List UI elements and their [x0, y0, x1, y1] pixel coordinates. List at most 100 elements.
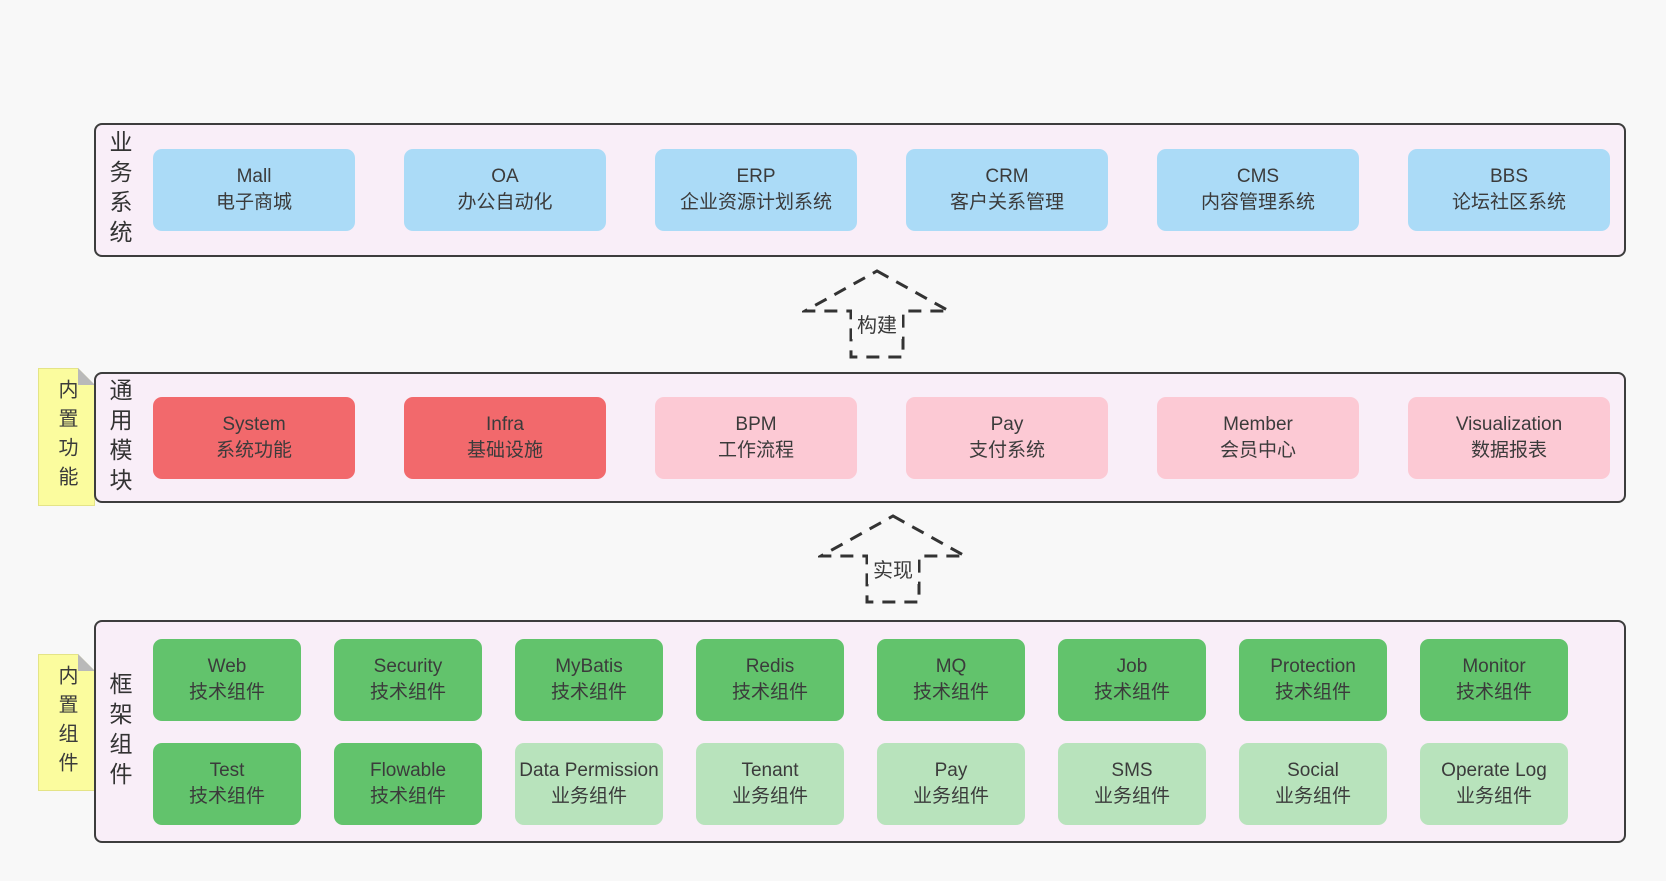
box-title: CMS	[1236, 166, 1280, 187]
box-title: OA	[491, 166, 519, 187]
box-cms: CMS 内容管理系统	[1157, 149, 1359, 231]
box-web: Web 技术组件	[153, 638, 301, 721]
box-subtitle: 工作流程	[717, 439, 794, 461]
box-pay: Pay 支付系统	[906, 396, 1108, 479]
box-subtitle: 基础设施	[466, 439, 543, 461]
box-subtitle: 业务组件	[1455, 785, 1532, 807]
box-title: ERP	[736, 166, 776, 187]
box-subtitle: 会员中心	[1219, 439, 1296, 461]
box-subtitle: 技术组件	[1274, 681, 1351, 703]
box-subtitle: 业务组件	[1274, 785, 1351, 807]
box-title: Flowable	[369, 759, 447, 781]
sticky-note-built-in-components: 内置组件	[38, 654, 95, 791]
box-subtitle: 技术组件	[369, 681, 446, 703]
band-label: 业务系统	[106, 130, 132, 250]
box-subtitle: 业务组件	[1093, 785, 1170, 807]
sticky-note-label: 内置功能	[55, 379, 77, 495]
box-title: MQ	[935, 655, 967, 677]
box-title: Test	[209, 759, 245, 781]
box-subtitle: 技术组件	[1455, 681, 1532, 703]
sticky-note-label: 内置组件	[55, 664, 77, 781]
box-title: Operate Log	[1441, 759, 1547, 781]
box-erp: ERP 企业资源计划系统	[655, 149, 857, 231]
box-sms: SMS 业务组件	[1058, 742, 1206, 825]
box-protection: Protection 技术组件	[1239, 638, 1387, 721]
business-systems-boxes: Mall 电子商城 OA 办公自动化 ERP 企业资源计划系统 CRM 客户关系管理 CMS 内容…	[153, 125, 1610, 255]
box-subtitle: 企业资源计划系统	[679, 192, 832, 213]
box-title: Web	[207, 655, 247, 677]
box-title: Redis	[745, 655, 795, 677]
box-oa: OA 办公自动化	[404, 149, 606, 231]
box-title: Infra	[485, 413, 525, 435]
box-subtitle: 办公自动化	[457, 192, 553, 213]
box-subtitle: 论坛社区系统	[1451, 192, 1566, 213]
band-label: 通用模块	[106, 377, 132, 498]
box-subtitle: 电子商城	[215, 192, 292, 213]
box-subtitle: 客户关系管理	[949, 192, 1064, 213]
dashed-up-arrow-implement: 实现	[818, 513, 968, 605]
box-mq: MQ 技术组件	[877, 638, 1025, 721]
box-title: Pay	[990, 413, 1024, 435]
box-member: Member 会员中心	[1157, 396, 1359, 479]
box-title: System	[222, 413, 286, 435]
box-flowable: Flowable 技术组件	[334, 742, 482, 825]
box-subtitle: 技术组件	[731, 681, 808, 703]
box-title: Monitor	[1462, 655, 1526, 677]
up-arrow-icon	[818, 514, 968, 604]
box-job: Job 技术组件	[1058, 638, 1206, 721]
box-infra: Infra 基础设施	[404, 396, 606, 479]
box-title: Social	[1287, 759, 1339, 781]
box-subtitle: 业务组件	[912, 785, 989, 807]
sticky-note-paper	[38, 654, 95, 791]
box-crm: CRM 客户关系管理	[906, 149, 1108, 231]
box-subtitle: 业务组件	[550, 785, 627, 807]
box-title: Member	[1223, 413, 1293, 435]
box-subtitle: 技术组件	[188, 681, 265, 703]
up-arrow-icon	[802, 269, 952, 359]
box-redis: Redis 技术组件	[696, 638, 844, 721]
box-title: Protection	[1270, 655, 1356, 677]
sticky-note-built-in-features: 内置功能	[38, 368, 95, 506]
box-subtitle: 技术组件	[188, 785, 265, 807]
sticky-note-paper	[38, 368, 95, 506]
box-security: Security 技术组件	[334, 638, 482, 721]
box-monitor: Monitor 技术组件	[1420, 638, 1568, 721]
box-title: BBS	[1489, 166, 1529, 187]
box-subtitle: 数据报表	[1470, 439, 1547, 461]
box-subtitle: 内容管理系统	[1200, 192, 1315, 213]
box-title: Pay	[934, 759, 968, 781]
box-title: Security	[373, 655, 443, 677]
box-title: Tenant	[741, 759, 799, 781]
box-subtitle: 技术组件	[1093, 681, 1170, 703]
box-social: Social 业务组件	[1239, 742, 1387, 825]
box-mall: Mall 电子商城	[153, 149, 355, 231]
box-test: Test 技术组件	[153, 742, 301, 825]
box-title: SMS	[1111, 759, 1153, 781]
box-operate-log: Operate Log 业务组件	[1420, 742, 1568, 825]
box-title: Mall	[236, 166, 272, 187]
box-subtitle: 技术组件	[369, 785, 446, 807]
box-bbs: BBS 论坛社区系统	[1408, 149, 1610, 231]
arrow-label: 实现	[868, 553, 918, 584]
box-subtitle: 支付系统	[968, 439, 1045, 461]
box-subtitle: 技术组件	[550, 681, 627, 703]
box-title: CRM	[985, 166, 1029, 187]
dashed-up-arrow-build: 构建	[802, 268, 952, 360]
box-system: System 系统功能	[153, 396, 355, 479]
box-subtitle: 技术组件	[912, 681, 989, 703]
band-business-systems: 业务系统 Mall 电子商城 OA 办公自动化 ERP 企业资源计划系统 CRM 客户关系管理…	[94, 123, 1626, 257]
box-title: Job	[1116, 655, 1148, 677]
box-pay: Pay 业务组件	[877, 742, 1025, 825]
box-subtitle: 系统功能	[215, 439, 292, 461]
